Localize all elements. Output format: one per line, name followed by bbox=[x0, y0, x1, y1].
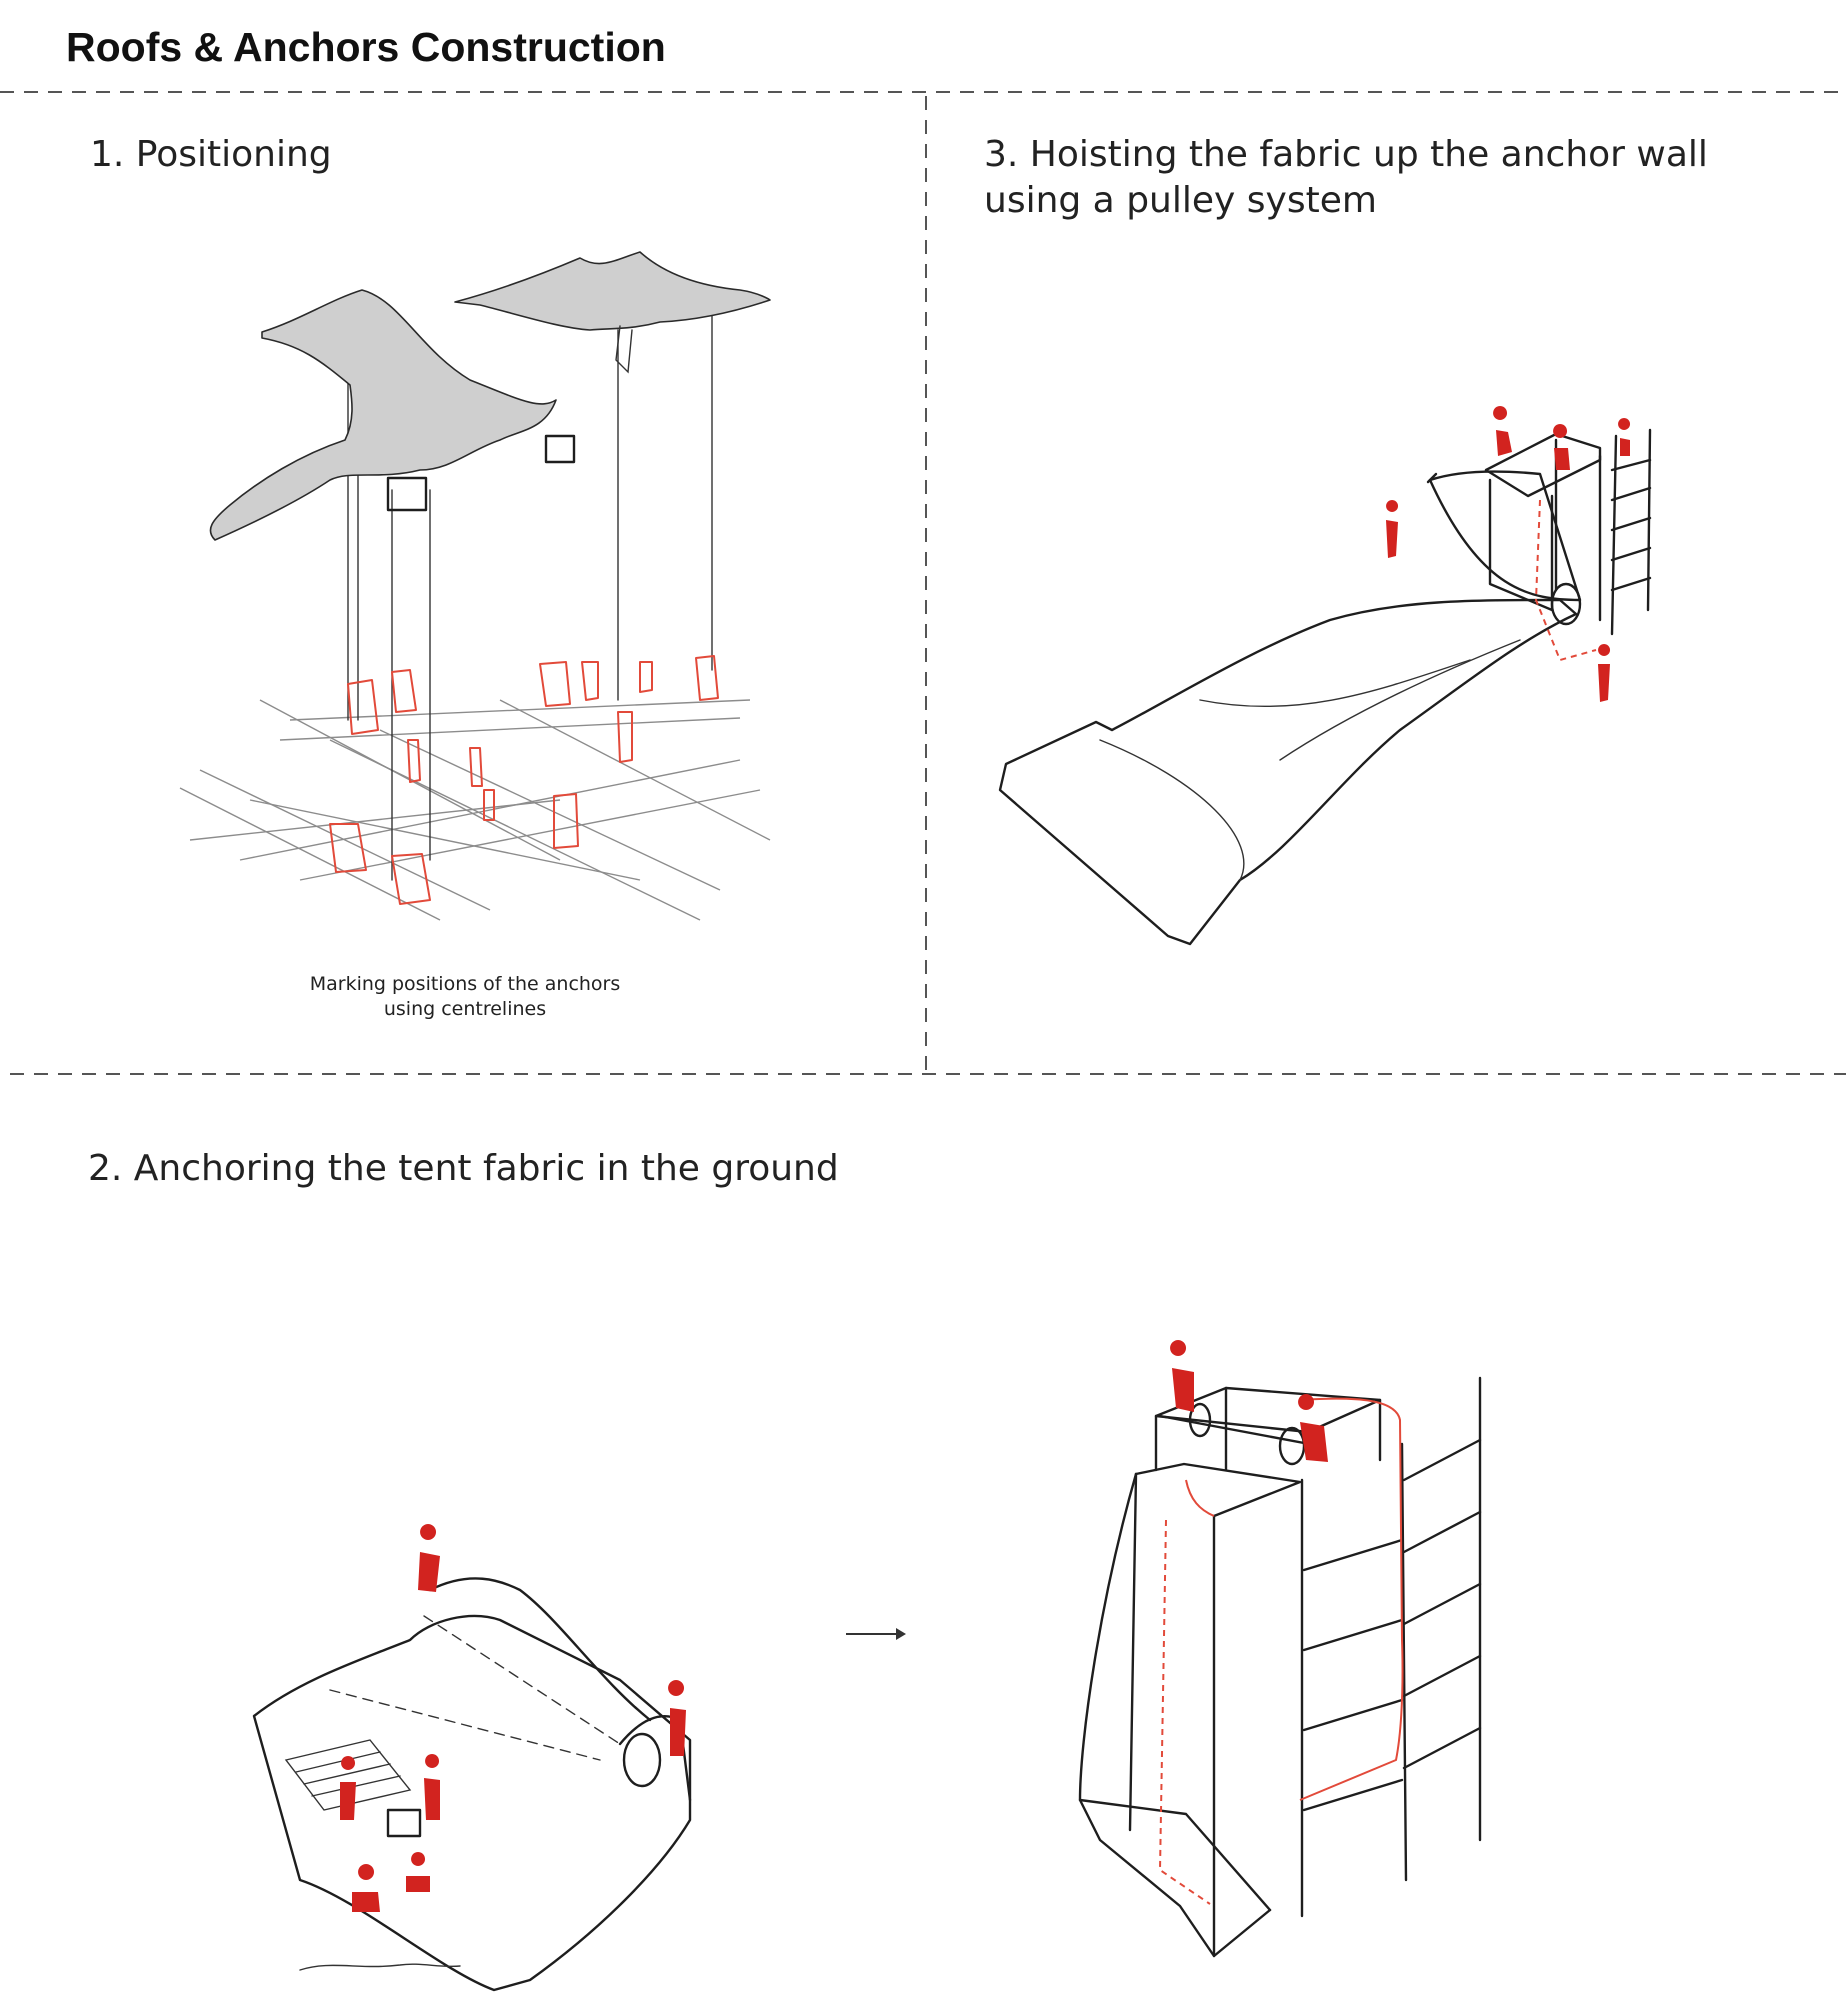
tower-frame bbox=[1080, 1388, 1380, 1956]
tower-ladder bbox=[1304, 1378, 1480, 1880]
worker-figure-icon bbox=[1170, 1340, 1328, 1462]
red-fabric-outline bbox=[1160, 1399, 1403, 1904]
